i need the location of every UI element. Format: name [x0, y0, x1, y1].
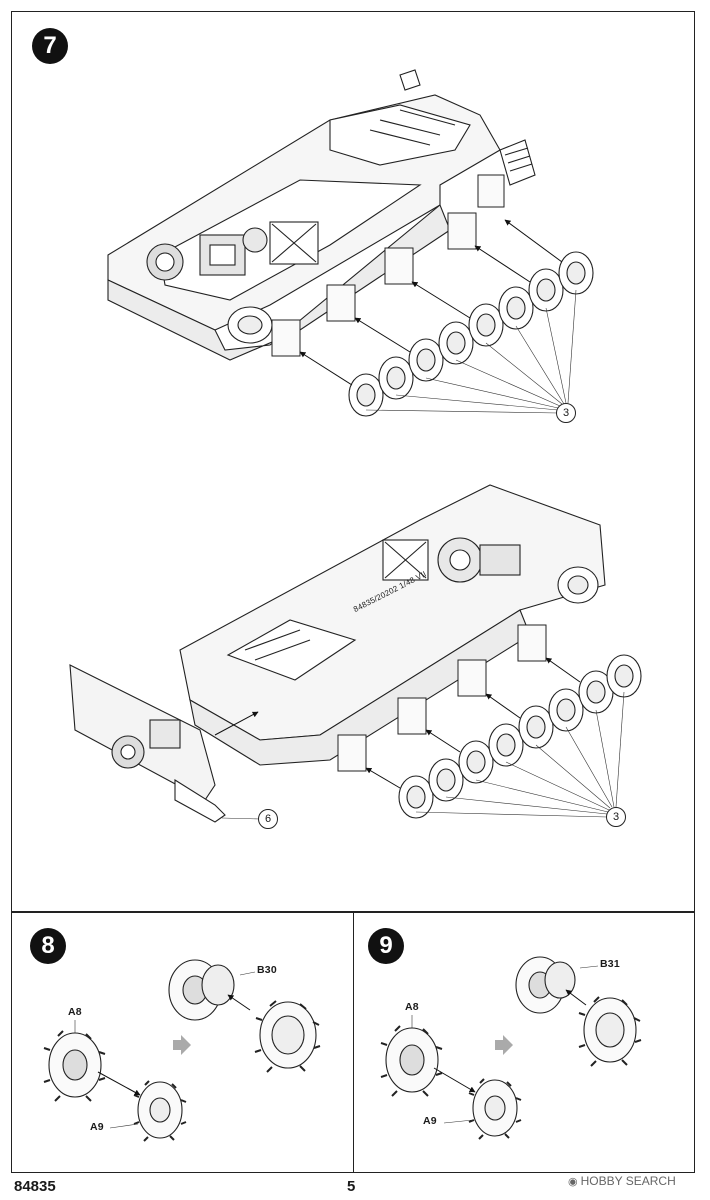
lower-road-wheels: [398, 654, 642, 819]
step9-sequence-arrow-icon: [495, 1035, 513, 1055]
part-label-b30: B30: [257, 964, 277, 976]
part-label-a9-step8: A9: [90, 1121, 104, 1133]
callout-road-wheels-upper: 3: [556, 403, 576, 423]
page-number: 5: [347, 1178, 356, 1195]
step-number-8: 8: [30, 928, 66, 964]
callout-rear-plate: 6: [258, 809, 278, 829]
step-number-7: 7: [32, 28, 68, 64]
step9-drawing: [380, 956, 642, 1140]
step8-sequence-arrow-icon: [173, 1035, 191, 1055]
callout-road-wheels-lower: 3: [606, 807, 626, 827]
upper-suspension-arms: [271, 174, 505, 357]
upper-hull-drawing: [107, 69, 536, 361]
part-label-a8-step9: A8: [405, 1001, 419, 1013]
step8-drawing: [43, 959, 321, 1142]
upper-assembly-arrows: [299, 219, 563, 386]
step-9-panel: [353, 911, 695, 1173]
lower-assembly-arrows: [365, 657, 581, 789]
lower-hull-drawing: [179, 484, 606, 766]
part-label-a9-step9: A9: [423, 1115, 437, 1127]
step-number-9: 9: [368, 928, 404, 964]
watermark-text: HOBBY SEARCH: [580, 1174, 676, 1188]
upper-leader-lines: [365, 289, 577, 414]
kit-code: 84835: [14, 1178, 56, 1195]
part-label-b31: B31: [600, 958, 620, 970]
watermark: ◉ HOBBY SEARCH: [568, 1174, 676, 1188]
hobby-search-logo-icon: ◉: [568, 1175, 578, 1188]
part-label-a8-step8: A8: [68, 1006, 82, 1018]
upper-road-wheels: [348, 251, 594, 417]
lower-suspension-arms: [337, 624, 547, 772]
rear-plate-drawing: [69, 664, 226, 823]
lower-leader-lines: [415, 691, 625, 818]
